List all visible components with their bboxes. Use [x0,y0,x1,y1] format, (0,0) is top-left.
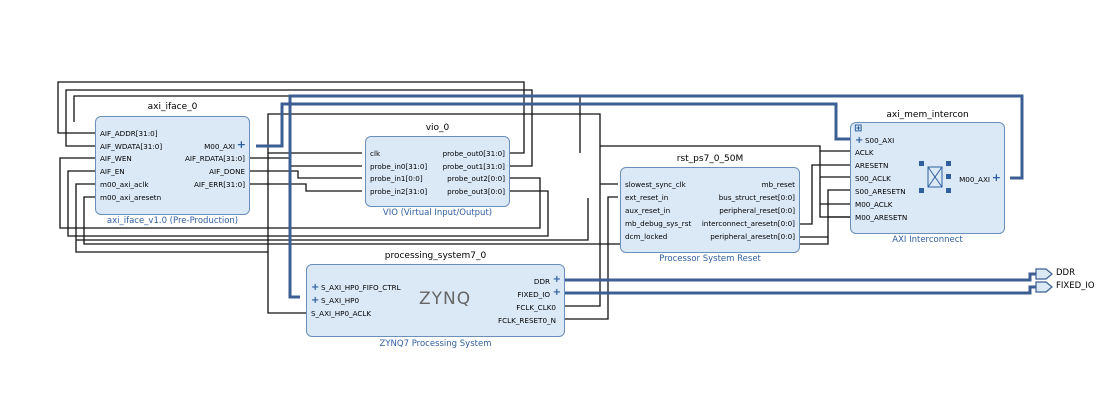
pin-probe-out1[interactable]: probe_out1[31:0] [442,162,505,171]
pin-vio-clk[interactable]: clk [370,149,381,158]
pin-dcm-locked[interactable]: dcm_locked [625,232,668,241]
vio-subtitle: VIO (Virtual Input/Output) [382,208,493,218]
wire-fclk-clk0 [267,113,601,307]
bus-fixed-io [565,285,1046,295]
pin-aclk[interactable]: ACLK [855,148,874,157]
m00-axi-expand-icon[interactable]: + [236,138,246,151]
pin-m00-aclk[interactable]: M00_ACLK [855,200,893,209]
intercon-collapse-icon[interactable]: ⊞ [854,123,863,134]
crossbar-icon [919,161,951,193]
pin-aux-reset-in[interactable]: aux_reset_in [625,206,671,215]
zynq-logo: ZYNQ [419,289,472,309]
pin-m00-aresetn[interactable]: M00_ARESETN [855,213,908,222]
intercon-block[interactable]: ⊞ + S00_AXI ACLK ARESETN S00_ACLK S00_AR… [850,122,1005,234]
pin-probe-in1[interactable]: probe_in1[0:0] [370,174,423,183]
wire-probe-out2-to-aif-wen [59,157,541,229]
pin-aif-done[interactable]: AIF_DONE [209,167,245,176]
pin-aif-en[interactable]: AIF_EN [100,167,125,176]
pin-s-axi-hp0-fifo-ctrl[interactable]: S_AXI_HP0_FIFO_CTRL [321,283,401,292]
wire-done-to-probe-in1 [250,170,362,179]
pin-probe-out0[interactable]: probe_out0[31:0] [442,149,505,158]
pin-s00-aclk[interactable]: S00_ACLK [855,174,891,183]
pin-peripheral-reset[interactable]: peripheral_reset[0:0] [719,206,795,215]
wire-interconnect-aresetn [800,164,850,225]
vio-title: vio_0 [425,123,450,133]
intercon-subtitle: AXI Interconnect [892,235,963,245]
pin-peripheral-aresetn[interactable]: peripheral_aresetn[0:0] [710,232,795,241]
pin-fclk-clk0[interactable]: FCLK_CLK0 [516,303,556,312]
pin-probe-out3[interactable]: probe_out3[0:0] [447,187,505,196]
pin-aif-wdata[interactable]: AIF_WDATA[31:0] [100,142,163,151]
pin-intercon-m00-axi[interactable]: M00_AXI [959,175,990,184]
ps7-subtitle: ZYNQ7 Processing System [379,339,492,349]
wire-err-to-probe-in2 [250,183,362,192]
pin-ext-reset-in[interactable]: ext_reset_in [625,193,669,202]
pin-s00-axi[interactable]: S00_AXI [865,136,895,145]
hp0-fifo-expand-icon[interactable]: + [311,282,320,293]
pin-aif-wen[interactable]: AIF_WEN [100,154,132,163]
rst-subtitle: Processor System Reset [659,254,761,264]
pin-fixed-io[interactable]: FIXED_IO [517,290,550,299]
wire-probe-out0-to-aif-addr [57,81,525,154]
ext-port-fixed-io[interactable]: FIXED_IO [1056,281,1095,291]
axi-iface-subtitle: axi_iface_v1.0 (Pre-Production) [106,216,239,226]
intercon-title: axi_mem_intercon [886,110,969,120]
pin-aresetn[interactable]: ARESETN [855,161,889,170]
wire-probe-out3-to-aif-en [67,170,549,237]
pin-ddr[interactable]: DDR [533,277,550,286]
wire-periph-to-aif-aresetn [83,196,829,245]
pin-mb-reset[interactable]: mb_reset [761,180,795,189]
wire-rdata-to-probe-in0 [250,157,362,167]
wire-probe-out1-to-aif-wdata [65,89,533,167]
ddr-port-icon [1035,268,1053,280]
pin-s-axi-hp0-aclk[interactable]: S_AXI_HP0_ACLK [311,309,372,318]
bus-ddr [565,272,1046,282]
wire-peripheral-aresetn [800,189,850,238]
rst-block[interactable]: slowest_sync_clk ext_reset_in aux_reset_… [620,167,800,253]
pin-m00-axi-aresetn[interactable]: m00_axi_aresetn [100,193,162,202]
pin-aif-rdata[interactable]: AIF_RDATA[31:0] [184,154,245,163]
pin-aif-err[interactable]: AIF_ERR[31:0] [193,180,245,189]
rst-title: rst_ps7_0_50M [676,154,744,164]
s00-axi-expand-icon[interactable]: + [855,135,864,146]
pin-bus-struct-reset[interactable]: bus_struct_reset[0:0] [718,193,795,202]
wire-fclk-reset [565,196,618,320]
pin-m00-axi[interactable]: M00_AXI [204,142,235,151]
wire-clk-aif-aclk [75,153,269,253]
pin-aif-addr[interactable]: AIF_ADDR[31:0] [100,129,158,138]
pin-mb-debug-sys-rst[interactable]: mb_debug_sys_rst [625,219,692,228]
wire-loop-left [76,198,589,241]
bus-m00-axi-to-s00-axi [256,102,850,148]
pin-fclk-reset0-n[interactable]: FCLK_RESET0_N [497,316,556,325]
pin-probe-in0[interactable]: probe_in0[31:0] [370,162,428,171]
axi-iface-title: axi_iface_0 [147,102,198,112]
ps7-block[interactable]: + S_AXI_HP0_FIFO_CTRL + S_AXI_HP0 S_AXI_… [306,264,565,337]
ddr-expand-icon[interactable]: + [552,274,561,285]
pin-probe-in2[interactable]: probe_in2[31:0] [370,187,428,196]
pin-probe-out2[interactable]: probe_out2[0:0] [447,174,505,183]
vio-block[interactable]: clk probe_in0[31:0] probe_in1[0:0] probe… [365,136,510,207]
hp0-expand-icon[interactable]: + [311,295,320,306]
axi-iface-block[interactable]: AIF_ADDR[31:0] AIF_WDATA[31:0] AIF_WEN A… [95,116,250,215]
pin-s00-aresetn[interactable]: S00_ARESETN [855,187,906,196]
m00-axi-out-expand-icon[interactable]: + [991,171,1001,184]
pin-m00-axi-aclk[interactable]: m00_axi_aclk [100,180,149,189]
ext-port-ddr[interactable]: DDR [1056,268,1075,278]
pin-interconnect-aresetn[interactable]: interconnect_aresetn[0:0] [701,219,795,228]
pin-s-axi-hp0[interactable]: S_AXI_HP0 [321,296,360,305]
wire-clk-hp0-aclk [267,252,306,314]
bus-intercon-m00-to-hp0 [288,94,1024,299]
pin-slowest-sync-clk[interactable]: slowest_sync_clk [625,180,686,189]
fixed-io-expand-icon[interactable]: + [552,287,561,298]
fixed-io-port-icon [1035,281,1053,293]
ps7-title: processing_system7_0 [384,251,487,261]
